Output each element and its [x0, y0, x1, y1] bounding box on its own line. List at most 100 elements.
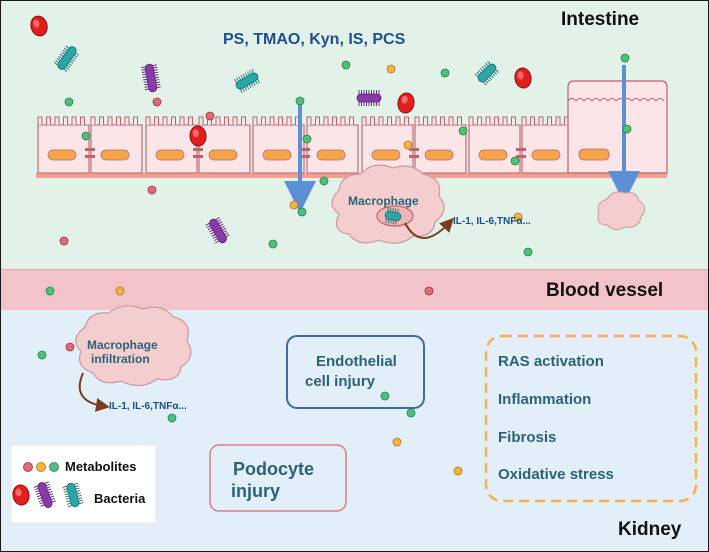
metabolite-dot [386, 64, 396, 74]
metabolites-list: PS, TMAO, Kyn, IS, PCS [223, 31, 406, 48]
metabolite-dot [406, 408, 416, 418]
bacterium-icon [233, 68, 261, 94]
endothelial-label-2: cell injury [305, 373, 376, 390]
metabolite-dot [510, 156, 520, 166]
endothelial-box [286, 335, 425, 409]
cytokine-arrow-intestine [404, 217, 454, 239]
red-bacterium-icon [189, 125, 207, 147]
endothelial-label-1: Endothelial [316, 353, 397, 370]
red-bacterium-icon [514, 67, 532, 89]
red-bacteria-icons [12, 15, 532, 506]
metabolite-dot [167, 413, 177, 423]
bacterium-icon [356, 90, 382, 106]
bacteria-icons [33, 45, 499, 508]
legend-metabolites-label: Metabolites [65, 459, 137, 474]
metabolite-dot [268, 239, 278, 249]
epithelial-cell [521, 116, 574, 174]
metabolite-dot [458, 126, 468, 136]
bacterium-icon [140, 63, 161, 93]
metabolite-dot [65, 342, 75, 352]
bacterium-icon [474, 61, 499, 86]
podocyte-label-2: injury [231, 481, 281, 501]
tight-junction [85, 148, 95, 151]
bacterium-icon [62, 482, 84, 508]
metabolite-dot [319, 176, 329, 186]
bacterium-icon [205, 217, 230, 244]
metabolite-dot [297, 207, 307, 217]
metabolite-dot [64, 97, 74, 107]
epithelial-cell [361, 116, 414, 174]
metabolite-dot [440, 68, 450, 78]
kidney-label: Kidney [618, 519, 682, 540]
macrophage-infiltration-cloud [75, 305, 192, 387]
red-bacterium-icon [397, 92, 415, 114]
metabolite-dots [37, 53, 632, 476]
effects-box [484, 334, 698, 503]
metabolite-dot [392, 437, 402, 447]
tight-junction [516, 148, 526, 151]
red-bacterium-icon [30, 15, 48, 37]
intestine-cytokines: IL-1, IL-6,TNFα... [453, 216, 531, 227]
effect-fibrosis: Fibrosis [498, 429, 557, 446]
effect-inflammation: Inflammation [498, 391, 592, 408]
epithelial-cell [90, 116, 143, 174]
tight-junction [193, 148, 203, 151]
tight-junction [516, 155, 526, 158]
bacterium-icon [33, 481, 56, 508]
tight-junction [409, 148, 419, 151]
tight-junction [85, 155, 95, 158]
macrophage-label: Macrophage [348, 194, 419, 208]
tight-junction [193, 155, 203, 158]
podocyte-box [209, 444, 347, 512]
tight-junction [300, 148, 310, 151]
metabolite-dot [341, 60, 351, 70]
metabolite-dot [295, 96, 305, 106]
intestine-label: Intestine [561, 9, 640, 30]
macrophage-infiltration-label-1: Macrophage [87, 338, 158, 352]
metabolite-dot [622, 124, 632, 134]
metabolite-dot [513, 212, 523, 222]
epithelial-cell [252, 116, 305, 174]
large-epithelial-cell [567, 80, 668, 174]
effect-oxidative-stress: Oxidative stress [498, 466, 614, 483]
metabolite-dot [152, 97, 162, 107]
metabolite-dot [147, 185, 157, 195]
legend-metabolite-icons [23, 462, 59, 472]
epithelial-cell [414, 116, 467, 174]
tight-junction [300, 155, 310, 158]
epithelial-cell [145, 116, 198, 174]
small-macrophage-cloud [597, 191, 645, 231]
metabolite-dot [302, 134, 312, 144]
epithelial-cells [37, 116, 574, 174]
epithelial-cell [468, 116, 521, 174]
tight-junction [409, 155, 419, 158]
metabolite-dot [453, 466, 463, 476]
bacterium-icon [384, 207, 402, 225]
kidney-cytokines: IL-1, IL-6,TNFα... [109, 401, 187, 412]
epithelial-cell [306, 116, 359, 174]
effect-ras-activation: RAS activation [498, 353, 604, 370]
metabolite-dot [523, 247, 533, 257]
bacterium-icon [53, 45, 79, 72]
epithelial-cell [198, 116, 251, 174]
metabolite-dot [424, 286, 434, 296]
metabolite-dot [37, 350, 47, 360]
metabolite-dot [45, 286, 55, 296]
metabolite-dot [289, 200, 299, 210]
legend-bacteria-label: Bacteria [94, 491, 146, 506]
podocyte-label-1: Podocyte [233, 459, 315, 479]
metabolite-dot [205, 111, 215, 121]
metabolite-dot [81, 131, 91, 141]
legend-box [10, 444, 157, 524]
metabolite-dot [380, 391, 390, 401]
macrophage-infiltration-label-2: infiltration [91, 352, 150, 366]
epithelial-cell [37, 116, 90, 174]
red-bacterium-icon [12, 484, 30, 506]
metabolite-dot [115, 286, 125, 296]
cytokine-arrow-kidney [78, 372, 110, 412]
metabolite-dot [59, 236, 69, 246]
metabolite-dot [403, 140, 413, 150]
metabolite-dot [620, 53, 630, 63]
